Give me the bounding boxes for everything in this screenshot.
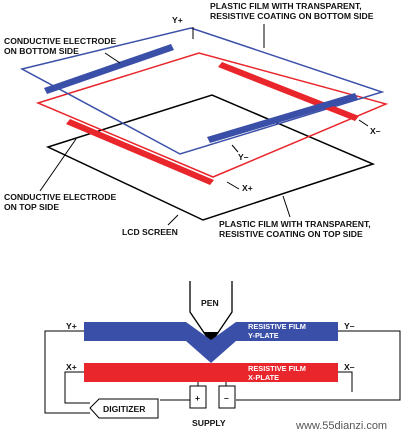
y-plate-label-2: Y-PLATE [248,331,279,340]
blue-electrode-bottom [207,93,358,143]
bottom-x-minus-label: X– [344,362,355,372]
red-film-label: PLASTIC FILM WITH TRANSPARENT, [219,219,371,229]
x-plate-label-2: X-PLATE [248,373,279,382]
digitizer-box [89,398,159,419]
blue-film-label-2: RESISTIVE COATING ON BOTTOM SIDE [210,11,374,21]
x-plate-label: RESISTIVE FILM [248,364,306,373]
red-film-label-2: RESISTIVE COATING ON TOP SIDE [219,229,363,239]
digitizer-label: DIGITIZER [103,404,146,414]
lcd-screen-layer [45,94,376,221]
watermark-text: www.55dianzi.com [295,420,387,432]
bottom-x-plus-label: X+ [66,362,77,372]
blue-electrode-top [44,44,174,94]
bottom-y-plus-label: Y+ [66,321,77,331]
electrode-top-label-2: ON TOP SIDE [4,202,59,212]
lcd-screen-label: LCD SCREEN [122,227,178,237]
x-minus-label: X– [370,126,381,136]
blue-film-label: PLASTIC FILM WITH TRANSPARENT, [210,1,362,11]
y-plus-label: Y+ [172,15,183,25]
y-minus-label: Y– [238,152,249,162]
supply-minus-sign: – [224,393,229,403]
supply-label: SUPPLY [192,418,226,428]
electrode-bottom-label: CONDUCTIVE ELECTRODE [4,36,116,46]
pen-label: PEN [201,298,219,308]
x-plus-label: X+ [242,183,253,193]
wiring [44,330,401,414]
y-plate [84,322,338,363]
electrode-bottom-label-2: ON BOTTOM SIDE [4,46,79,56]
bottom-y-minus-label: Y– [344,321,355,331]
supply-plus-sign: + [195,393,200,403]
electrode-top-label: CONDUCTIVE ELECTRODE [4,192,116,202]
pen-icon [189,281,233,344]
supply-minus-terminal [218,385,236,409]
x-plate [84,363,338,382]
y-plate-label: RESISTIVE FILM [248,322,306,331]
red-film-layer [35,52,389,178]
red-electrode-left [66,119,214,185]
blue-film-layer [19,27,385,155]
supply-plus-terminal [189,385,207,409]
